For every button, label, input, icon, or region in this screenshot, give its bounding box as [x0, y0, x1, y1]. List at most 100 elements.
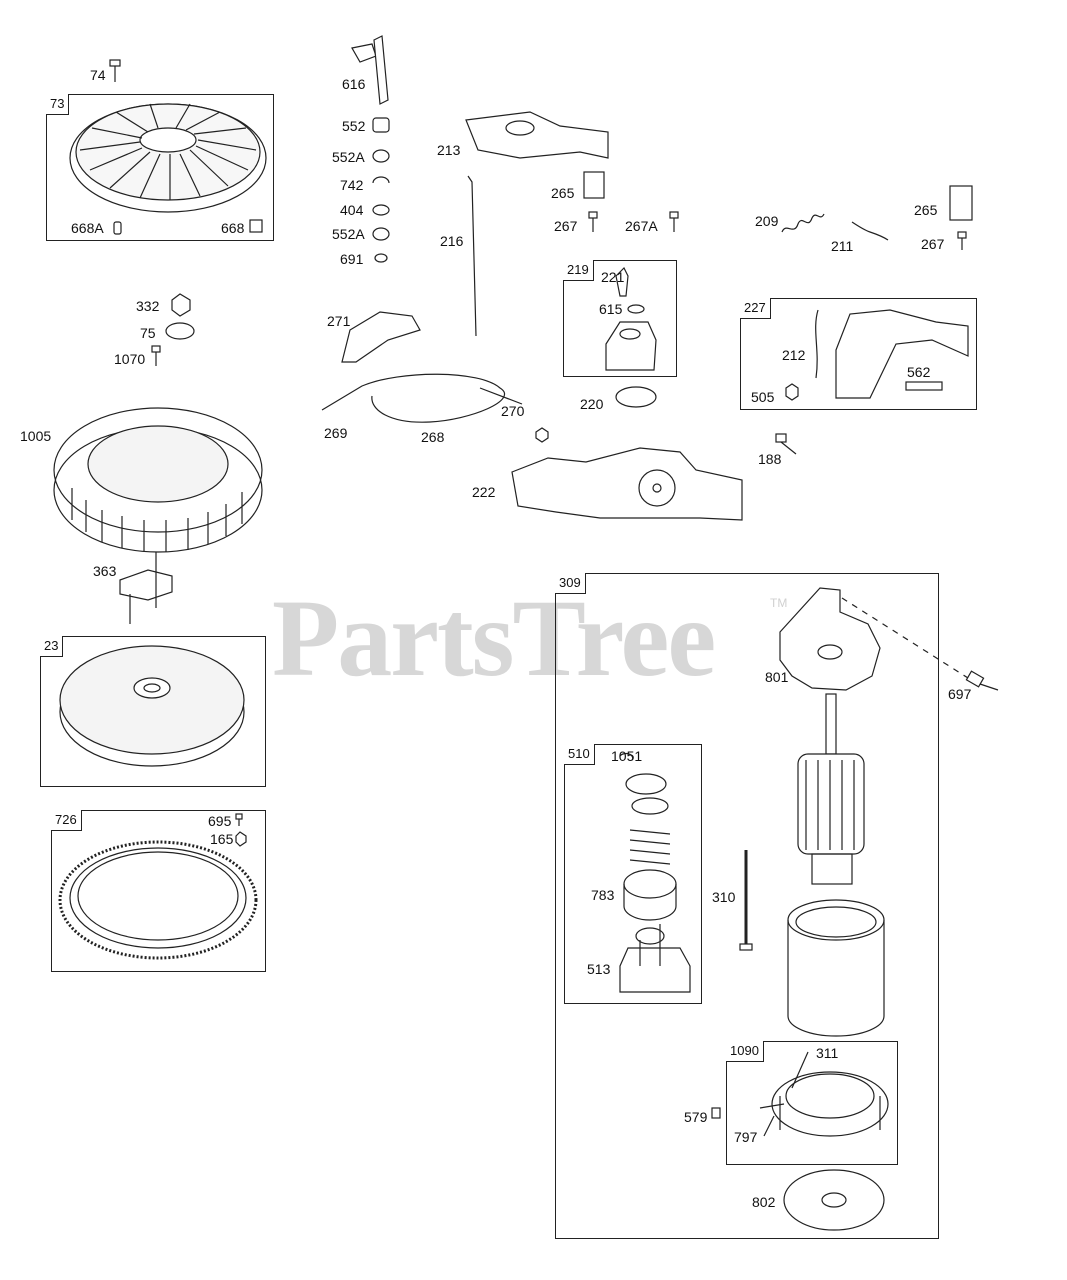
group-label-23: 23 [40, 636, 64, 657]
plate-802-icon [783, 1169, 885, 1231]
nut-165-icon [235, 831, 247, 847]
callout-616[interactable]: 616 [342, 76, 366, 92]
spring-510-icon [629, 829, 671, 865]
callout-265[interactable]: 265 [551, 185, 575, 201]
callout-332[interactable]: 332 [136, 298, 160, 314]
callout-513[interactable]: 513 [587, 961, 611, 977]
screw-562-icon [905, 381, 943, 391]
nut-270-icon [535, 427, 549, 443]
callout-552A-2[interactable]: 552A [332, 226, 365, 242]
group-label-726: 726 [51, 810, 82, 831]
end-plate-801-icon [779, 587, 881, 691]
governor-shaft-616-icon [351, 35, 389, 105]
callout-562[interactable]: 562 [907, 364, 931, 380]
callout-213[interactable]: 213 [437, 142, 461, 158]
bolt-697-icon [965, 670, 999, 691]
nut-332-icon [171, 293, 191, 317]
washer-552A-icon [372, 149, 390, 163]
callout-267-2[interactable]: 267 [921, 236, 945, 252]
group-label-309: 309 [555, 573, 586, 594]
callout-552[interactable]: 552 [342, 118, 366, 134]
group-label-73: 73 [46, 94, 70, 115]
callout-209[interactable]: 209 [755, 213, 779, 229]
group-label-1090: 1090 [726, 1041, 764, 1062]
group-23-frame [40, 636, 266, 787]
leader-311 [791, 1051, 809, 1089]
callout-271[interactable]: 271 [327, 313, 351, 329]
callout-267A[interactable]: 267A [625, 218, 658, 234]
drive-513-icon [619, 924, 691, 993]
pin-668A-icon [113, 221, 122, 235]
callout-267[interactable]: 267 [554, 218, 578, 234]
callout-1051[interactable]: 1051 [611, 748, 643, 764]
group-227-frame [740, 298, 977, 410]
washer-615-icon [627, 304, 645, 314]
blower-housing-73-icon [69, 103, 267, 213]
callout-269[interactable]: 269 [324, 425, 348, 441]
callout-783[interactable]: 783 [591, 887, 615, 903]
callout-165[interactable]: 165 [210, 831, 234, 847]
callout-552A[interactable]: 552A [332, 149, 365, 165]
callout-505[interactable]: 505 [751, 389, 775, 405]
screw-1070-icon [151, 345, 161, 366]
callout-216[interactable]: 216 [440, 233, 464, 249]
leader-697 [841, 597, 969, 679]
clip-579-icon [711, 1107, 721, 1119]
spring-211-icon [851, 221, 889, 241]
callout-211[interactable]: 211 [831, 238, 854, 254]
callout-188[interactable]: 188 [758, 451, 782, 467]
screw-267-2-icon [957, 231, 967, 250]
callout-404[interactable]: 404 [340, 202, 364, 218]
group-label-219: 219 [563, 260, 594, 281]
callout-265-2[interactable]: 265 [914, 202, 938, 218]
callout-74[interactable]: 74 [90, 67, 106, 83]
callout-615[interactable]: 615 [599, 301, 623, 317]
callout-222[interactable]: 222 [472, 484, 496, 500]
gear-219-icon [605, 321, 657, 371]
callout-797[interactable]: 797 [734, 1129, 758, 1145]
leader-797 [763, 1115, 775, 1137]
callout-742[interactable]: 742 [340, 177, 364, 193]
callout-801[interactable]: 801 [765, 669, 789, 685]
callout-363[interactable]: 363 [93, 563, 117, 579]
washer-404-icon [372, 204, 390, 216]
callout-1005[interactable]: 1005 [20, 428, 52, 444]
washer-75-icon [165, 322, 195, 340]
sleeve-552-icon [372, 117, 390, 133]
callout-1070[interactable]: 1070 [114, 351, 146, 367]
bracket-227-icon [835, 309, 969, 399]
callout-668[interactable]: 668 [221, 220, 245, 236]
callout-695[interactable]: 695 [208, 813, 232, 829]
lever-271-icon [341, 311, 421, 363]
washer-691-icon [374, 253, 388, 263]
link-216-icon [467, 175, 477, 337]
gear-220-icon [615, 386, 657, 408]
nut-505-icon [785, 383, 799, 401]
callout-697[interactable]: 697 [948, 686, 972, 702]
callout-802[interactable]: 802 [752, 1194, 776, 1210]
group-726-frame [51, 810, 266, 972]
gear-783-icon [623, 869, 677, 921]
callout-579[interactable]: 579 [684, 1109, 708, 1125]
callout-75[interactable]: 75 [140, 325, 156, 341]
washer-510-icon [631, 797, 669, 815]
fan-1005-icon [53, 407, 263, 553]
callout-220[interactable]: 220 [580, 396, 604, 412]
housing-icon [787, 899, 885, 1037]
callout-221[interactable]: 221 [601, 269, 625, 285]
callout-668A[interactable]: 668A [71, 220, 104, 236]
callout-691[interactable]: 691 [340, 251, 364, 267]
link-212-icon [815, 309, 819, 379]
callout-270[interactable]: 270 [501, 403, 525, 419]
callout-212[interactable]: 212 [782, 347, 806, 363]
group-510-frame [564, 744, 702, 1004]
callout-268[interactable]: 268 [421, 429, 445, 445]
ring-gear-726-icon [58, 840, 258, 960]
callout-310[interactable]: 310 [712, 889, 736, 905]
clip-265-2-icon [949, 185, 973, 221]
cap-icon [625, 773, 667, 795]
callout-311[interactable]: 311 [816, 1045, 839, 1061]
screw-267A-icon [669, 211, 679, 232]
